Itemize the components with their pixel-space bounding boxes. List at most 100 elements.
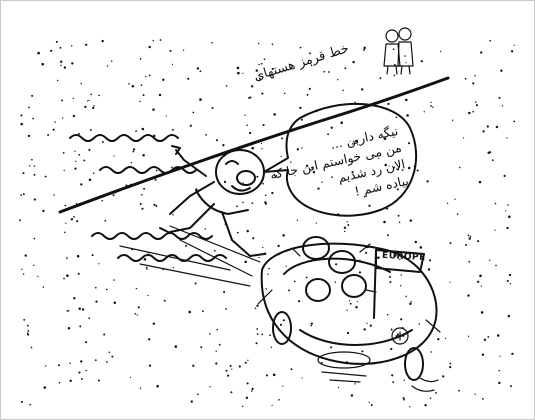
sand-dot <box>113 301 117 304</box>
sand-dot <box>458 166 461 169</box>
sand-dot <box>477 240 480 243</box>
sand-dot <box>368 401 370 403</box>
sand-dot <box>346 221 348 223</box>
sand-dot <box>80 360 83 363</box>
sand-dot <box>182 49 185 51</box>
sand-dot <box>513 44 515 46</box>
sand-dot <box>273 113 276 116</box>
sand-dot <box>346 309 348 311</box>
sand-dot <box>296 148 300 151</box>
sand-dot <box>328 71 330 73</box>
sand-dot <box>236 66 240 70</box>
sand-dot <box>279 323 283 326</box>
sand-dot <box>22 193 25 196</box>
sand-dot <box>249 96 252 99</box>
sand-dot <box>83 159 86 162</box>
sand-dot <box>256 333 259 335</box>
sand-dot <box>361 88 364 91</box>
sand-dot <box>340 121 343 124</box>
sand-dot <box>282 319 285 322</box>
sand-dot <box>350 394 354 397</box>
sand-dot <box>61 117 64 119</box>
sand-dot <box>66 310 68 312</box>
sand-dot <box>271 43 274 46</box>
sand-dot <box>33 198 36 201</box>
sand-dot <box>444 337 447 340</box>
sand-dot <box>312 171 316 174</box>
sand-dot <box>337 386 340 389</box>
sand-dot <box>354 101 356 104</box>
sand-dot <box>190 400 193 403</box>
sand-dot <box>19 219 22 222</box>
sand-dot <box>342 89 344 92</box>
sand-dot <box>265 288 267 290</box>
sand-dot <box>439 50 442 53</box>
sand-dot <box>446 202 449 204</box>
sand-dot <box>74 150 76 152</box>
sand-dot <box>88 178 92 182</box>
distant-couple <box>383 27 414 75</box>
sand-dot <box>407 142 411 145</box>
sand-dot <box>272 373 276 377</box>
sand-dot <box>378 157 380 160</box>
sand-dot <box>508 273 512 277</box>
sand-dot <box>172 213 174 216</box>
sand-dot <box>398 221 401 224</box>
sand-dot <box>402 397 405 400</box>
sand-dot <box>94 286 97 289</box>
sand-dot <box>112 194 115 197</box>
sand-dot <box>106 65 109 67</box>
sand-dot <box>323 70 326 73</box>
sand-dot <box>261 147 263 150</box>
sand-dot <box>356 301 359 303</box>
sand-dot <box>509 283 512 285</box>
sand-dot <box>268 267 270 270</box>
sand-dot <box>499 355 501 357</box>
sand-dot <box>154 178 157 181</box>
sand-dot <box>496 334 500 337</box>
sand-dot <box>44 175 47 178</box>
sand-dot <box>246 124 248 126</box>
sand-dot <box>75 202 78 205</box>
sand-dot <box>73 297 76 300</box>
sand-dot <box>420 60 423 63</box>
sand-dot <box>416 169 419 172</box>
sand-dot <box>80 183 83 186</box>
sand-dot <box>277 244 280 248</box>
sand-dot <box>163 299 166 302</box>
sand-dot <box>244 260 247 264</box>
sand-dot <box>508 215 511 219</box>
convertible-car <box>257 236 441 392</box>
sand-dot <box>155 169 158 172</box>
sand-dot <box>101 39 104 43</box>
sand-dot <box>55 40 58 43</box>
sand-dot <box>64 231 66 234</box>
sand-dot <box>467 335 470 337</box>
sand-dot <box>20 194 23 196</box>
sand-dot <box>487 151 490 154</box>
sand-dot <box>363 195 366 198</box>
sand-dot <box>265 202 267 205</box>
sand-dot <box>110 60 113 62</box>
sand-dot <box>387 102 390 105</box>
sand-dot <box>45 365 47 367</box>
sand-dot <box>67 326 71 330</box>
sand-dot <box>368 204 371 207</box>
sand-dot <box>395 116 398 119</box>
sand-dot <box>85 43 88 46</box>
sand-dot <box>194 282 197 285</box>
sand-dot <box>442 375 445 378</box>
sand-dot <box>343 226 347 230</box>
sand-dot <box>137 306 140 309</box>
sand-dot <box>390 328 393 331</box>
sand-dot <box>143 187 146 190</box>
sand-dot <box>72 97 74 100</box>
sand-dot <box>281 137 283 140</box>
sand-dot <box>246 382 249 385</box>
sand-dot <box>354 383 356 385</box>
sand-dot <box>464 77 467 80</box>
sand-dot <box>469 235 472 238</box>
sand-dot <box>474 101 477 103</box>
sand-dot <box>309 52 311 55</box>
sand-dot <box>33 264 35 267</box>
